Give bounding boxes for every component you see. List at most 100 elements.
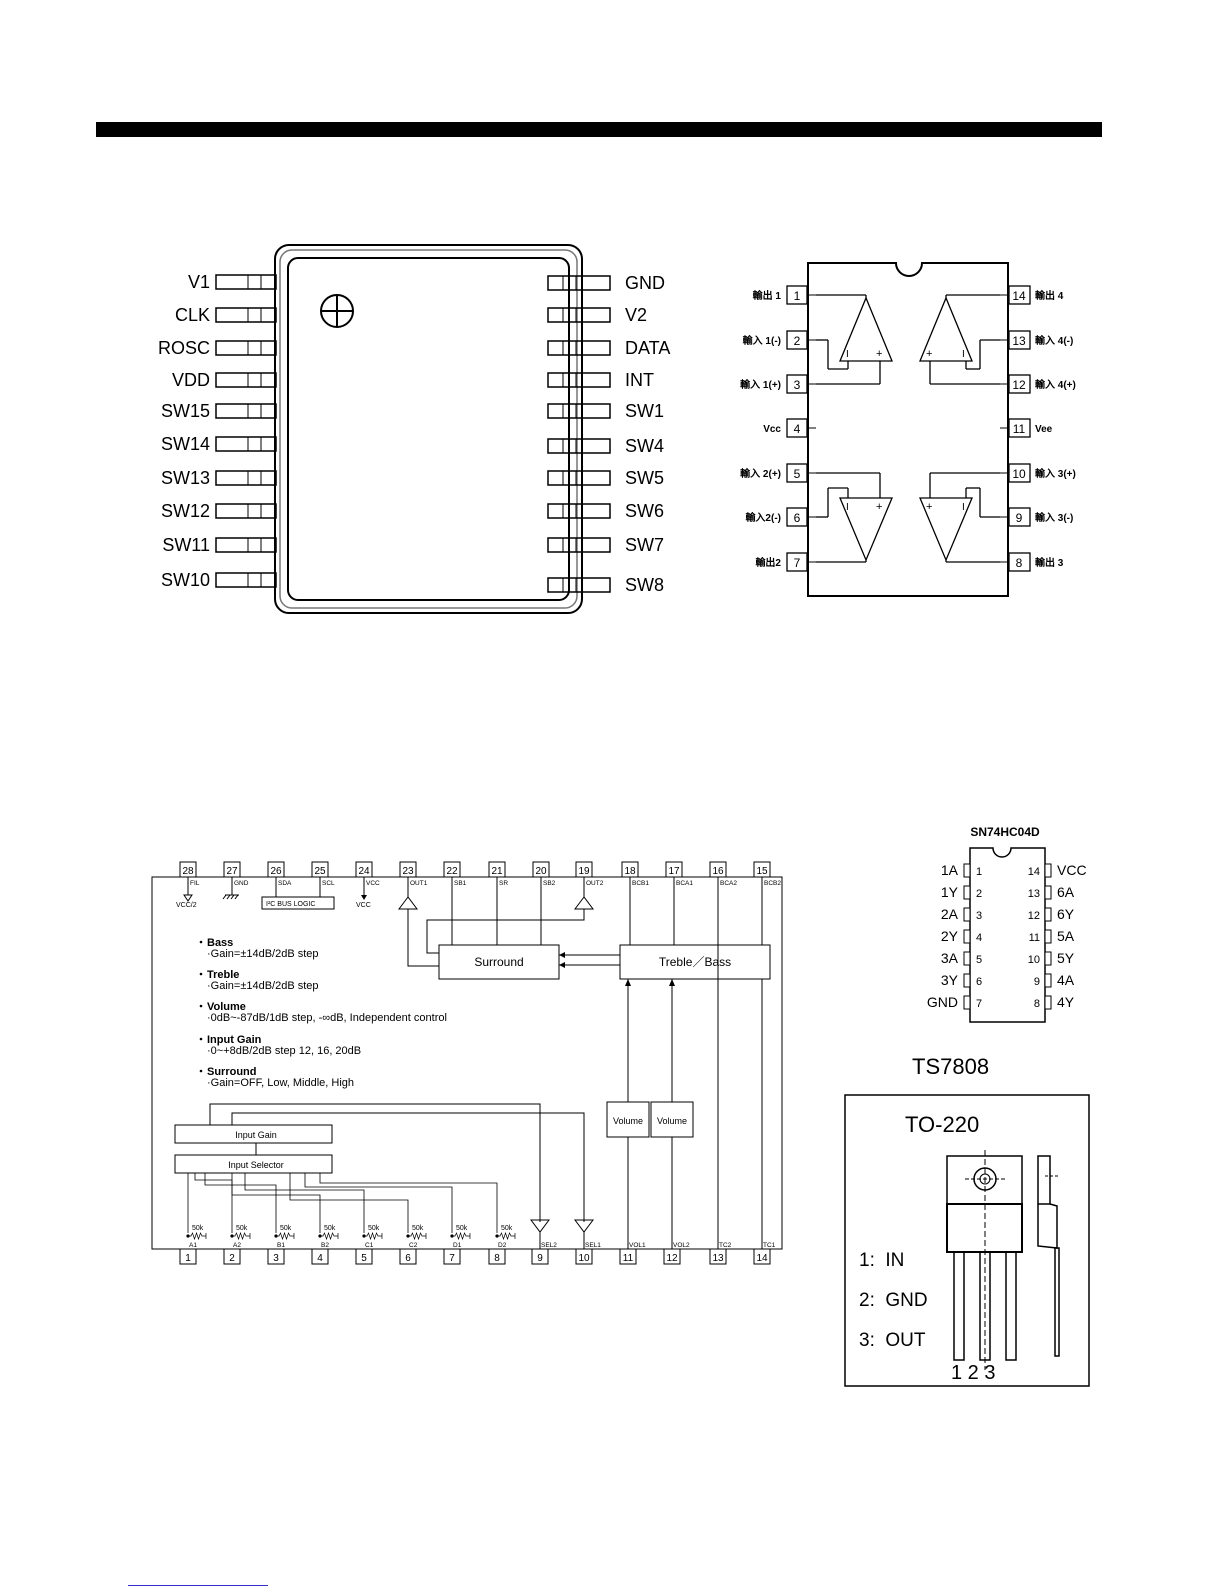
audio-top-pin-number: 22 (446, 866, 458, 877)
audio-top-pin-label: SR (499, 880, 508, 887)
header-rule (96, 122, 1102, 137)
opamp-pin-number: 11 (1013, 422, 1026, 436)
ic-left-pin-label: SW13 (161, 468, 210, 488)
audio-bottom-pin-number: 9 (537, 1253, 543, 1264)
feature-item: Treble·Gain=±14dB/2dB step (199, 969, 319, 992)
resistor-value: 50k (324, 1225, 336, 1232)
feature-desc: ·Gain=OFF, Low, Middle, High (207, 1077, 354, 1089)
audio-bottom-pin-label: B2 (321, 1242, 329, 1249)
ic-left-pin: SW14 (161, 434, 277, 454)
audio-bottom-pin-label: D1 (453, 1242, 462, 1249)
opamp-pin-number: 6 (794, 511, 801, 525)
sn74-pin-label: GND (927, 994, 958, 1010)
ic-right-pin: SW4 (547, 436, 664, 456)
audio-top-pin-label: OUT1 (410, 880, 428, 887)
sn74-pin-label: 4A (1057, 972, 1075, 988)
audio-bottom-pin-number: 3 (273, 1253, 279, 1264)
sn74-left-pin: 3Y 6 (941, 972, 982, 988)
svg-text:+: + (926, 348, 932, 360)
ts7808-diagram: TO-220 1: IN 2: GND 3: OUT 1 2 3 (844, 1094, 1090, 1387)
opamp-pin-number: 8 (1016, 556, 1023, 570)
sn74-pin-label: 1A (941, 862, 959, 878)
ic-left-pin: SW15 (161, 401, 277, 421)
resistor-value: 50k (192, 1225, 204, 1232)
ic-left-pin: SW13 (161, 468, 277, 488)
sn74-pin-label: 3Y (941, 972, 959, 988)
svg-text:+: + (876, 348, 882, 360)
ic-right-pin: SW7 (547, 535, 664, 555)
audio-bottom-pin: 2 A2 (223, 1242, 241, 1265)
audio-top-pin-label: BCB2 (764, 880, 781, 887)
audio-top-pin-number: 18 (624, 866, 636, 877)
feature-title: Surround (207, 1066, 257, 1078)
ic-right-pin-label: SW8 (625, 575, 664, 595)
ic-left-pin: SW12 (161, 501, 277, 521)
audio-top-pin-number: 17 (668, 866, 680, 877)
opamp-left-pin: 6 輸入2(-) (745, 507, 816, 527)
input-resistor: 50k (230, 1225, 251, 1241)
ts7808-pin-1: 1: IN (859, 1250, 904, 1271)
sn74-pin-number: 11 (1029, 932, 1040, 944)
sn74-pin-label: 6A (1057, 884, 1075, 900)
audio-bottom-pin-label: A2 (233, 1242, 241, 1249)
ic-right-pin: V2 (547, 305, 647, 325)
sn74-pin-number: 7 (976, 998, 982, 1010)
ic-left-pin: SW10 (161, 570, 277, 590)
ts7808-pin-2: 2: GND (859, 1290, 928, 1311)
opamp-pin-number: 5 (794, 467, 801, 481)
sn74-pin-number: 13 (1028, 888, 1040, 900)
resistor-value: 50k (456, 1225, 468, 1232)
feature-desc: ·Gain=±14dB/2dB step (207, 948, 319, 960)
audio-bottom-pin-number: 2 (229, 1253, 235, 1264)
ic-left-pin-label: CLK (175, 305, 210, 325)
sn74-pin-label: 6Y (1057, 906, 1075, 922)
audio-bottom-pin-label: TC2 (719, 1242, 732, 1249)
ic-right-pin-label: GND (625, 273, 665, 293)
opamp-pin-number: 10 (1012, 467, 1026, 481)
ic-left-pin-label: SW10 (161, 570, 210, 590)
audio-top-pin-number: 20 (535, 866, 547, 877)
audio-top-pin-number: 19 (578, 866, 590, 877)
input-resistor: 50k (274, 1225, 295, 1241)
sn74-pin-number: 6 (976, 976, 982, 988)
ic-left-pin: SW11 (162, 535, 277, 555)
audio-bottom-pin-label: A1 (189, 1242, 197, 1249)
ic-left-pin-label: SW12 (161, 501, 210, 521)
opamp-pin-number: 9 (1016, 511, 1023, 525)
ic-right-pin: GND (547, 273, 665, 293)
ic-right-pin-label: V2 (625, 305, 647, 325)
feature-desc: ·Gain=±14dB/2dB step (207, 980, 319, 992)
surround-label: Surround (474, 955, 523, 969)
svg-text:I: I (846, 502, 849, 513)
audio-bottom-pin-number: 7 (449, 1253, 455, 1264)
opamp-pin-label: 輸入2(-) (745, 511, 781, 524)
audio-bottom-pin-number: 4 (317, 1253, 323, 1264)
opamp-pin-number: 13 (1012, 334, 1026, 348)
sn74-pin-number: 12 (1028, 910, 1040, 922)
opamp-left-pin: 5輸入 2(+) (740, 463, 816, 483)
svg-text:I: I (846, 349, 849, 360)
input-resistor: 50k (406, 1225, 427, 1241)
audio-bottom-pin: 8D2 (488, 1242, 507, 1265)
ic-right-pin-label: SW6 (625, 501, 664, 521)
opamp-pin-label: 輸入 4(+) (1035, 378, 1076, 391)
sn74-pin-number: 14 (1028, 866, 1040, 878)
input-resistor: 50k (318, 1225, 339, 1241)
audio-bottom-pin: 1A1 (179, 1242, 197, 1265)
